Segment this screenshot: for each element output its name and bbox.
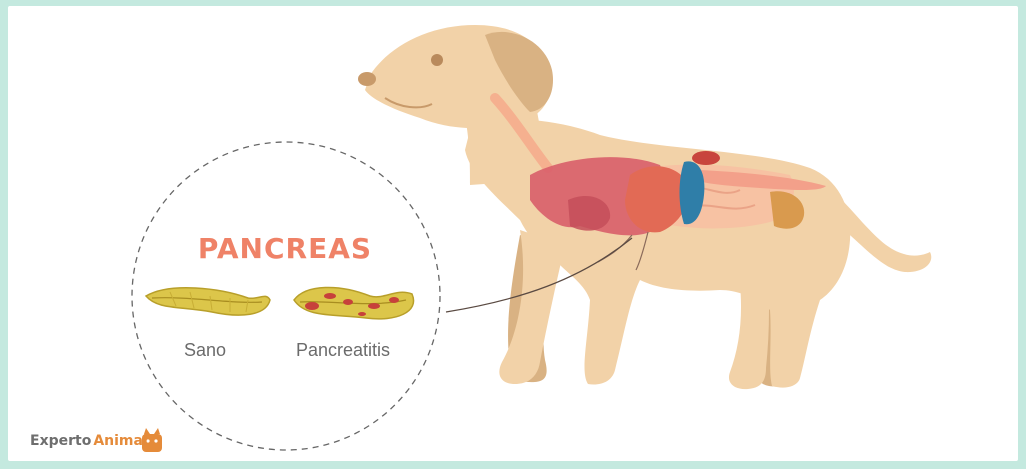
pancreas-inflamed-illustration xyxy=(294,287,414,318)
dog-eye xyxy=(431,54,443,66)
dog-nose xyxy=(358,72,376,86)
logo-text-animal: Animal xyxy=(93,433,147,449)
pancreas-healthy-illustration xyxy=(146,288,270,315)
label-healthy: Sano xyxy=(184,340,226,361)
logo-text-experto: Experto xyxy=(30,433,91,449)
label-pancreatitis: Pancreatitis xyxy=(296,340,390,361)
spleen xyxy=(692,151,720,165)
pancreas-title: PANCREAS xyxy=(180,232,390,265)
